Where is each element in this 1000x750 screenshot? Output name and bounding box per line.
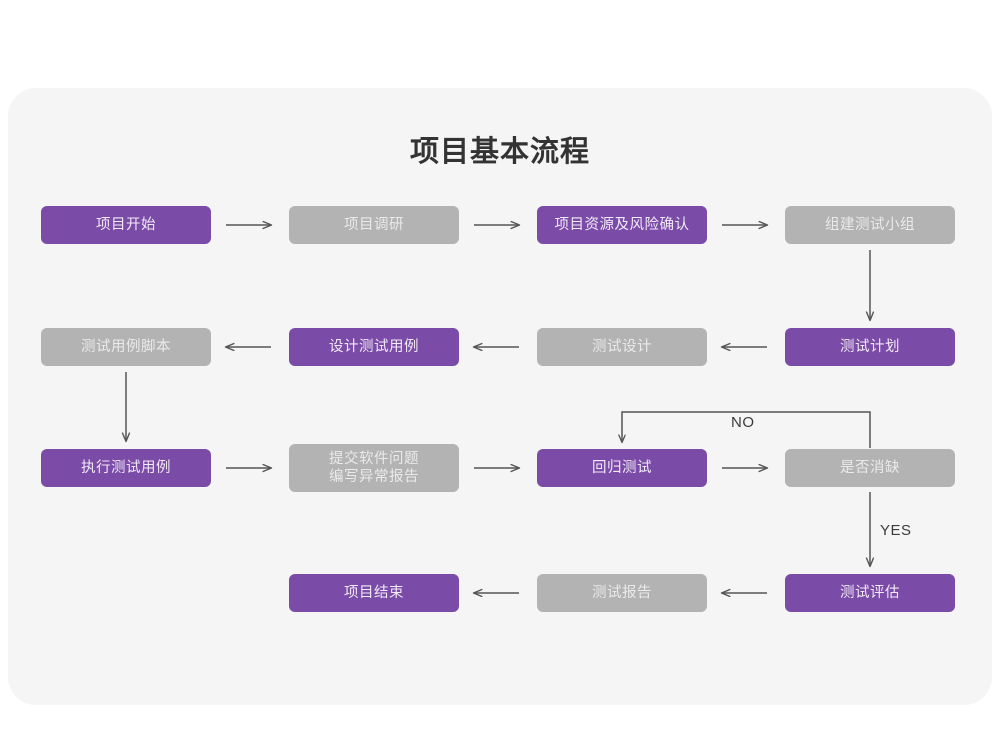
edge-label-yes: YES bbox=[880, 522, 912, 539]
node-test-case-script[interactable]: 测试用例脚本 bbox=[41, 328, 211, 366]
node-project-end[interactable]: 项目结束 bbox=[289, 574, 459, 612]
node-label: 组建测试小组 bbox=[825, 217, 915, 233]
node-label: 测试用例脚本 bbox=[81, 339, 171, 355]
node-test-evaluation[interactable]: 测试评估 bbox=[785, 574, 955, 612]
node-label: 项目调研 bbox=[344, 217, 404, 233]
node-build-test-team[interactable]: 组建测试小组 bbox=[785, 206, 955, 244]
node-label: 项目开始 bbox=[96, 217, 156, 233]
node-test-plan[interactable]: 测试计划 bbox=[785, 328, 955, 366]
node-label: 回归测试 bbox=[592, 460, 652, 476]
node-label: 测试计划 bbox=[840, 339, 900, 355]
node-submit-defect-report[interactable]: 提交软件问题 编写异常报告 bbox=[289, 444, 459, 492]
node-label: 项目结束 bbox=[344, 585, 404, 601]
flowchart-card bbox=[8, 88, 992, 705]
node-execute-test-case[interactable]: 执行测试用例 bbox=[41, 449, 211, 487]
node-regression-test[interactable]: 回归测试 bbox=[537, 449, 707, 487]
node-test-report[interactable]: 测试报告 bbox=[537, 574, 707, 612]
node-project-start[interactable]: 项目开始 bbox=[41, 206, 211, 244]
node-project-research[interactable]: 项目调研 bbox=[289, 206, 459, 244]
node-test-design[interactable]: 测试设计 bbox=[537, 328, 707, 366]
node-label: 是否消缺 bbox=[840, 460, 900, 476]
node-label: 执行测试用例 bbox=[81, 460, 171, 476]
page-title: 项目基本流程 bbox=[409, 136, 590, 168]
node-label: 测试报告 bbox=[592, 585, 652, 601]
node-label: 提交软件问题 编写异常报告 bbox=[329, 451, 419, 485]
node-label: 测试设计 bbox=[592, 339, 652, 355]
edge-label-no: NO bbox=[731, 414, 755, 431]
node-label: 项目资源及风险确认 bbox=[554, 217, 690, 233]
node-label: 设计测试用例 bbox=[329, 339, 419, 355]
node-label: 测试评估 bbox=[840, 585, 900, 601]
node-design-test-case[interactable]: 设计测试用例 bbox=[289, 328, 459, 366]
node-resource-risk-confirm[interactable]: 项目资源及风险确认 bbox=[537, 206, 707, 244]
node-defect-resolved[interactable]: 是否消缺 bbox=[785, 449, 955, 487]
